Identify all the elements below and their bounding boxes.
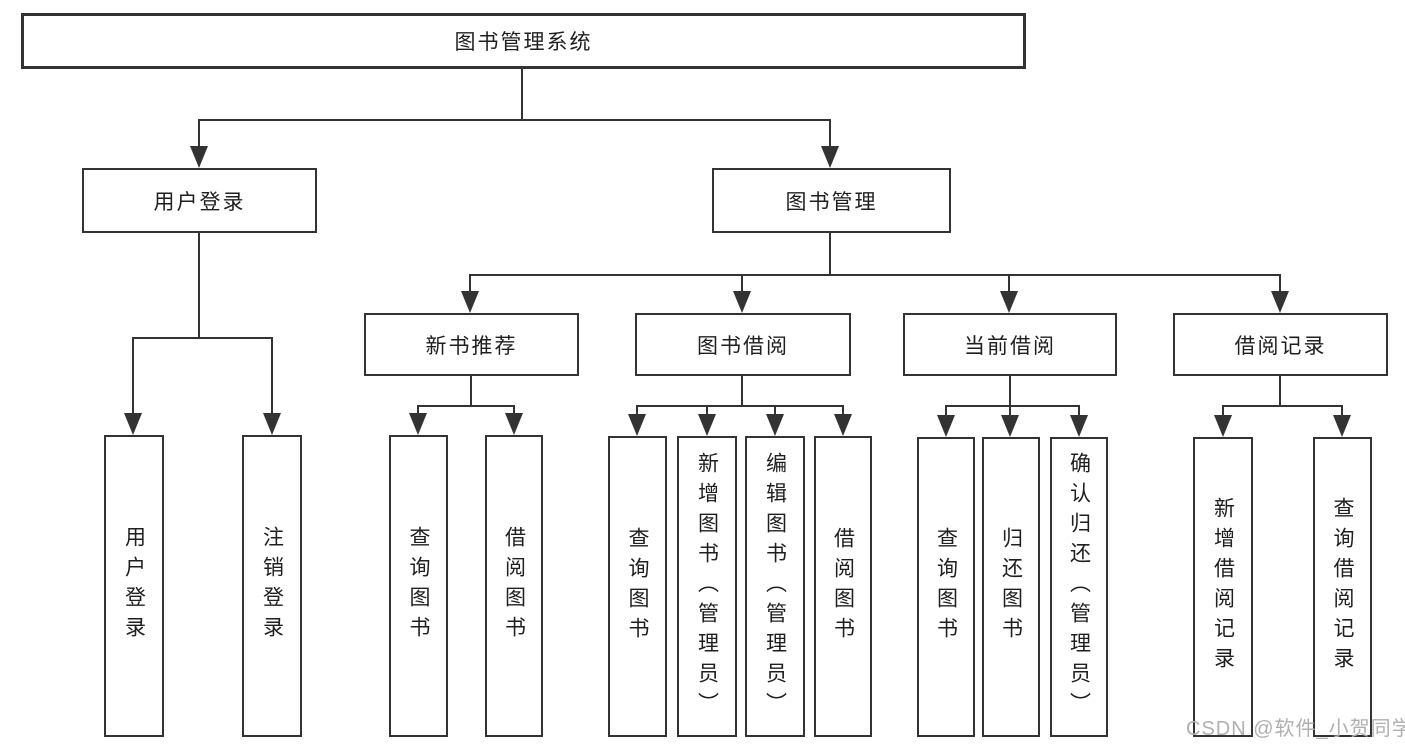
arrowhead-leaf xyxy=(1333,415,1351,437)
connector-drop xyxy=(636,405,638,415)
arrowhead-leaf xyxy=(409,413,427,435)
connector-bar-recommend xyxy=(418,405,515,407)
leaf-borrow-add-books-admin: 新增图书（管理员） xyxy=(677,436,737,737)
node-current-borrow: 当前借阅 xyxy=(903,313,1117,376)
leaf-recommend-query-books: 查询图书 xyxy=(389,435,448,737)
node-book-borrow: 图书借阅 xyxy=(635,313,851,376)
connector-drop xyxy=(1009,405,1011,415)
connector-recommend-stem xyxy=(470,376,472,407)
connector-bar-records xyxy=(1223,405,1343,407)
connector-drop xyxy=(1078,405,1080,415)
arrowhead-records xyxy=(1271,291,1289,313)
connector-drop-borrow xyxy=(741,274,743,294)
connector-drop-records xyxy=(1279,274,1281,294)
arrowhead-leaf xyxy=(834,414,852,436)
node-borrow-records: 借阅记录 xyxy=(1173,313,1388,376)
connector-drop xyxy=(1341,405,1343,415)
node-book-management: 图书管理 xyxy=(712,168,951,233)
connector-bar-borrow xyxy=(637,405,844,407)
connector-bar-user-login xyxy=(133,337,273,339)
connector-drop-leaf-login xyxy=(132,337,134,415)
connector-drop xyxy=(842,405,844,415)
connector-bar-level2 xyxy=(199,119,831,121)
arrowhead-leaf-login xyxy=(124,413,142,435)
arrowhead-leaf xyxy=(1214,415,1232,437)
connector-current-stem xyxy=(1009,376,1011,407)
connector-drop-recommend xyxy=(469,274,471,294)
leaf-borrow-query-books: 查询图书 xyxy=(608,436,667,737)
connector-book-mgmt-stem xyxy=(829,233,831,276)
leaf-borrow-edit-books-admin: 编辑图书（管理员） xyxy=(745,436,805,737)
leaf-records-add-record: 新增借阅记录 xyxy=(1193,437,1253,737)
leaf-recommend-borrow-books: 借阅图书 xyxy=(485,435,543,737)
connector-drop-user-login xyxy=(198,119,200,151)
arrowhead-leaf xyxy=(628,414,646,436)
connector-borrow-stem xyxy=(741,376,743,407)
node-user-login: 用户登录 xyxy=(82,168,317,233)
connector-records-stem xyxy=(1279,376,1281,407)
leaf-current-query-books: 查询图书 xyxy=(917,437,975,737)
connector-drop xyxy=(774,405,776,415)
connector-drop-book-management xyxy=(829,119,831,151)
leaf-records-query-record: 查询借阅记录 xyxy=(1313,437,1372,737)
connector-drop xyxy=(945,405,947,415)
connector-bar-current xyxy=(946,405,1080,407)
connector-user-login-stem xyxy=(198,233,200,339)
leaf-current-return-books: 归还图书 xyxy=(982,437,1040,737)
arrowhead-leaf xyxy=(1001,415,1019,437)
leaf-borrow-borrow-books: 借阅图书 xyxy=(814,436,872,737)
leaf-logout: 注销登录 xyxy=(242,435,302,737)
node-library-system: 图书管理系统 xyxy=(21,13,1026,69)
arrowhead-book-management xyxy=(821,146,839,168)
arrowhead-user-login xyxy=(190,146,208,168)
connector-bar-level3 xyxy=(470,274,1281,276)
watermark: CSDN @软件_小贺同学 xyxy=(1186,718,1405,740)
connector-drop xyxy=(706,405,708,415)
connector-drop-current xyxy=(1008,274,1010,294)
arrowhead-leaf xyxy=(505,413,523,435)
node-new-book-recommend: 新书推荐 xyxy=(364,313,579,376)
arrowhead-leaf xyxy=(698,414,716,436)
arrowhead-current xyxy=(1000,291,1018,313)
arrowhead-leaf xyxy=(937,415,955,437)
arrowhead-leaf xyxy=(1070,415,1088,437)
arrowhead-leaf-logout xyxy=(263,413,281,435)
connector-drop xyxy=(513,405,515,415)
arrowhead-borrow xyxy=(733,291,751,313)
connector-root-stem xyxy=(521,69,523,121)
leaf-current-confirm-return-admin: 确认归还（管理员） xyxy=(1050,437,1108,737)
leaf-user-login: 用户登录 xyxy=(104,435,164,737)
arrowhead-leaf xyxy=(766,414,784,436)
connector-drop xyxy=(1222,405,1224,415)
arrowhead-recommend xyxy=(461,291,479,313)
connector-drop xyxy=(417,405,419,415)
connector-drop-leaf-logout xyxy=(271,337,273,415)
